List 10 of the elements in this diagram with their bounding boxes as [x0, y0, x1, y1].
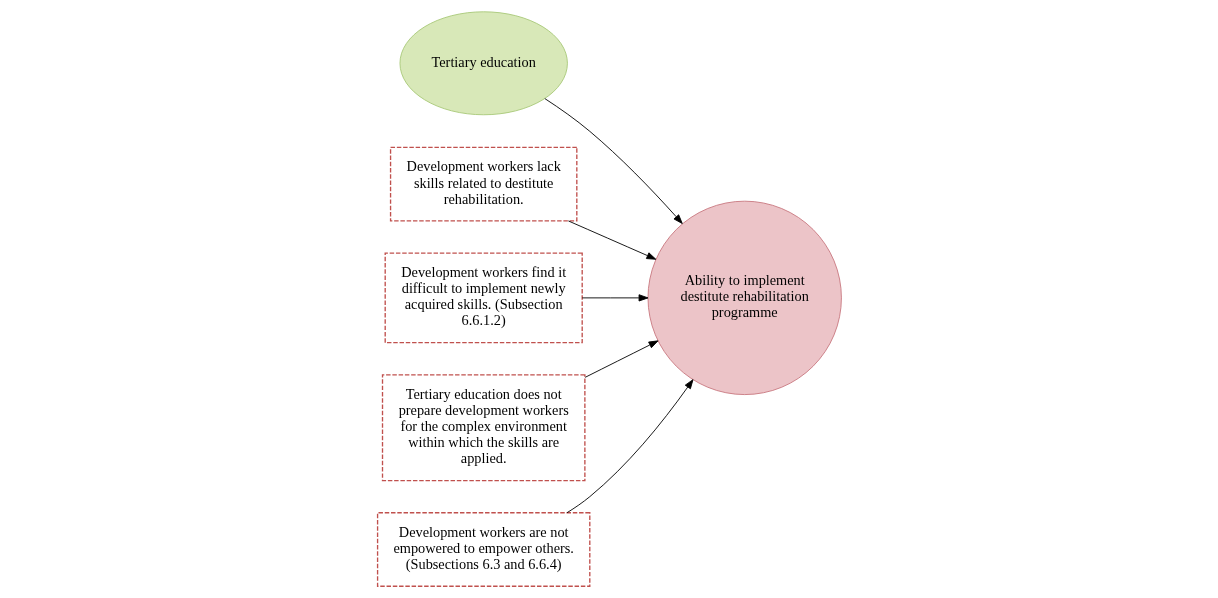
node-box: Development workers are not empowered to empower others. (Subsections 6.3 and 6.6.4)	[376, 512, 590, 587]
node-box: Development workers find it difficult to implement newly acquired skills. (Subsection 6.6.1.2)	[384, 252, 583, 344]
node-box: Development workers lack skills related to destitute rehabilitation.	[389, 146, 577, 222]
arrow	[543, 98, 683, 224]
arrow	[566, 379, 693, 514]
node-ellipse: Tertiary education	[399, 11, 568, 116]
arrow	[567, 220, 656, 260]
arrow	[581, 294, 648, 302]
node-box: Tertiary education does not prepare development workers for the complex environment within which the skills are applied.	[381, 374, 586, 482]
arrow	[584, 340, 658, 378]
